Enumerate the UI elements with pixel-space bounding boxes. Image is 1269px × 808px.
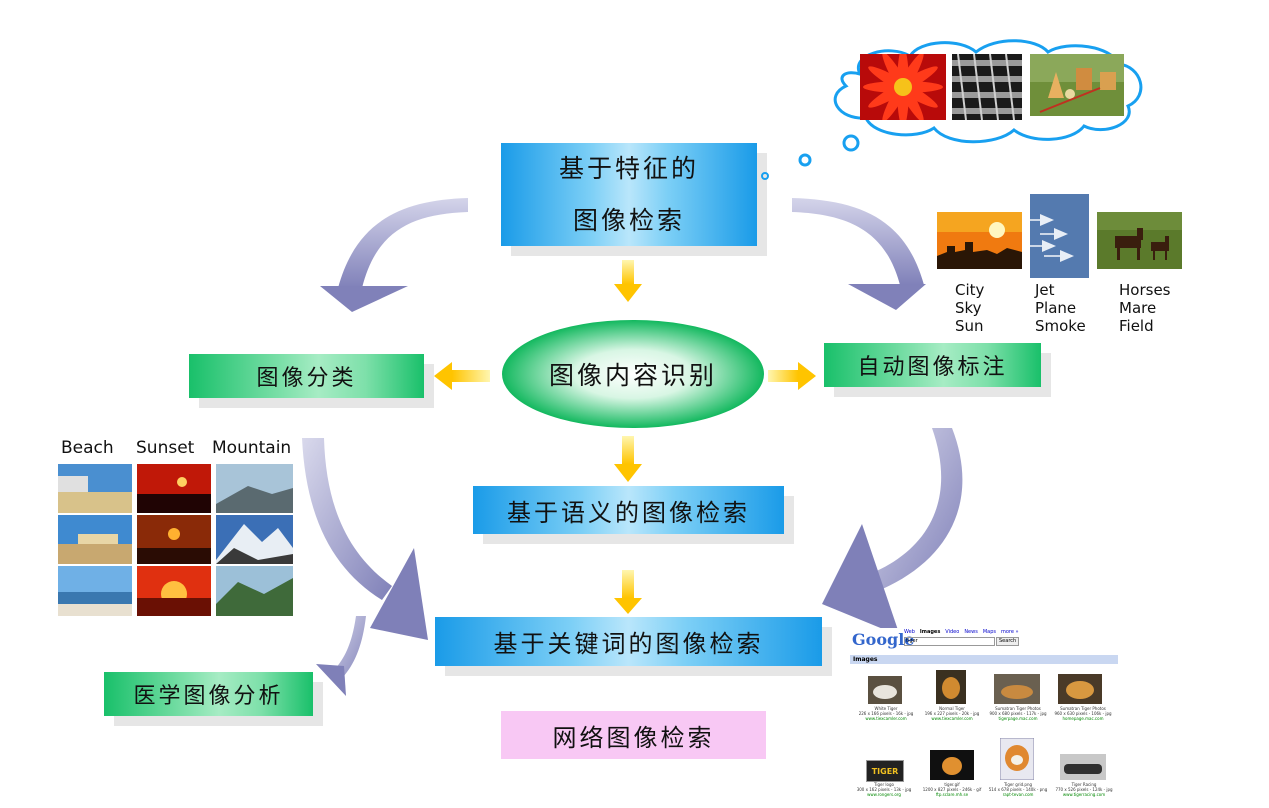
- shapes-scene-photo: [1030, 54, 1124, 116]
- result-site: www.tiexcamler.com: [865, 716, 907, 721]
- annotation-labels-jet: Jet Plane Smoke: [1035, 281, 1086, 335]
- nav-video[interactable]: Video: [945, 629, 960, 635]
- result-thumb-tiger-gif[interactable]: [930, 750, 974, 780]
- result-thumb-normal-tiger[interactable]: [936, 670, 966, 704]
- google-logo: Google: [852, 630, 915, 649]
- down-arrow-icon: [614, 570, 642, 614]
- result-thumb-tiger-racing[interactable]: [1060, 754, 1106, 780]
- curved-arrow-icon: [302, 438, 428, 640]
- feature-retrieval-line1: 基于特征的: [558, 153, 699, 183]
- down-arrow-icon: [614, 436, 642, 482]
- annotation-labels-city: City Sky Sun: [955, 281, 984, 335]
- label-city: City: [955, 281, 985, 299]
- annotation-labels-horses: Horses Mare Field: [1119, 281, 1170, 335]
- result-meta: 770 x 526 pixels - 124k - jpg: [1055, 787, 1113, 792]
- result-title[interactable]: Tiger logo: [874, 782, 894, 787]
- classification-photo-grid: [58, 464, 293, 616]
- result-site: www.tigerracing.com: [1062, 792, 1106, 797]
- sunset-photo: [137, 464, 211, 513]
- semantic-retrieval-box: 基于语义的图像检索: [473, 486, 794, 544]
- result-title[interactable]: tiger.gif: [944, 782, 960, 787]
- label-jet: Jet: [1035, 281, 1055, 299]
- result-thumb-white-tiger[interactable]: [868, 676, 902, 704]
- label-mountain: Mountain: [212, 438, 292, 458]
- mountain-photo: [216, 464, 293, 513]
- mountain-photo: [216, 515, 293, 564]
- curved-arrow-icon: [822, 428, 963, 636]
- flower-photo: [860, 54, 946, 120]
- label-smoke: Smoke: [1035, 317, 1086, 335]
- beach-photo: [58, 464, 132, 513]
- sunset-photo: [137, 515, 211, 564]
- result-thumb-tiger-logo[interactable]: TIGER: [866, 760, 904, 782]
- sunset-photo: [137, 566, 211, 616]
- nav-web[interactable]: Web: [904, 629, 915, 635]
- label-field: Field: [1119, 317, 1154, 335]
- result-meta: 900 x 680 pixels - 117k - jpg: [989, 711, 1047, 716]
- label-sunset: Sunset: [136, 438, 195, 458]
- result-meta: 300 x 162 pixels - 13k - jpg: [856, 787, 912, 792]
- keyword-retrieval-box: 基于关键词的图像检索: [435, 617, 832, 676]
- result-meta: 226 x 166 pixels - 16k - jpg: [858, 711, 914, 716]
- result-meta: 960 x 630 pixels - 106k - jpg: [1054, 711, 1112, 716]
- city-sun-photo: [937, 212, 1022, 269]
- result-title[interactable]: Sumatran Tiger Photos: [995, 706, 1041, 711]
- texture-photo: [952, 54, 1022, 120]
- label-plane: Plane: [1035, 299, 1077, 317]
- google-images-screenshot: Google Web Images Video News Maps more »…: [850, 628, 1118, 804]
- result-title[interactable]: White Tiger: [874, 706, 898, 711]
- result-site: www.rongers.org: [867, 792, 901, 797]
- beach-photo: [58, 515, 132, 564]
- image-classification-box: 图像分类: [189, 354, 434, 408]
- label-beach: Beach: [61, 438, 114, 458]
- feature-retrieval-line2: 图像检索: [572, 205, 685, 235]
- beach-photo: [58, 566, 132, 616]
- google-images-bar: Images: [850, 655, 1118, 664]
- label-sky: Sky: [955, 299, 982, 317]
- result-site: ftp.sclare.mh.se: [935, 792, 969, 797]
- result-title[interactable]: Normal Tiger: [939, 706, 965, 711]
- right-arrow-icon: [768, 362, 816, 390]
- curved-arrow-icon: [792, 198, 926, 310]
- medical-analysis-box: 医学图像分析: [104, 672, 323, 726]
- content-recognition-label: 图像内容识别: [548, 361, 717, 390]
- nav-more[interactable]: more »: [1001, 629, 1019, 635]
- result-title[interactable]: Sumatran Tiger Photos: [1060, 706, 1106, 711]
- result-title[interactable]: Tiger grid.png: [1003, 782, 1033, 787]
- curved-arrow-icon: [316, 616, 366, 696]
- nav-images[interactable]: Images: [919, 629, 941, 635]
- result-meta: 196 x 227 pixels - 20k - jpg: [924, 711, 980, 716]
- result-site: homepage.mac.com: [1062, 716, 1104, 721]
- auto-annotation-box: 自动图像标注: [824, 343, 1051, 397]
- google-search-input[interactable]: tiger: [904, 637, 995, 646]
- result-thumb-tiger-grid[interactable]: [1000, 738, 1034, 780]
- nav-news[interactable]: News: [964, 629, 978, 635]
- result-site: www.tiexcamler.com: [931, 716, 973, 721]
- nav-maps[interactable]: Maps: [982, 629, 996, 635]
- result-site: rapt-tevan.com: [1002, 792, 1034, 797]
- label-mare: Mare: [1119, 299, 1157, 317]
- horses-field-photo: [1097, 212, 1182, 269]
- result-title[interactable]: Tiger Racing: [1071, 782, 1097, 787]
- result-meta: 1200 x 827 pixels - 246k - gif: [922, 787, 982, 792]
- down-arrow-icon: [614, 260, 642, 302]
- content-recognition-ellipse: [502, 320, 764, 428]
- google-search-button[interactable]: Search: [996, 637, 1020, 646]
- curved-arrow-icon: [320, 198, 468, 312]
- google-nav: Web Images Video News Maps more »: [904, 629, 1019, 635]
- result-thumb-sumatran-1[interactable]: [994, 674, 1040, 704]
- result-site: tigerpage.mac.com: [998, 716, 1038, 721]
- result-meta: 514 x 678 pixels - 140k - png: [988, 787, 1048, 792]
- label-horses: Horses: [1119, 281, 1171, 299]
- label-sun: Sun: [955, 317, 984, 335]
- result-thumb-sumatran-2[interactable]: [1058, 674, 1102, 704]
- left-arrow-icon: [434, 362, 490, 390]
- web-retrieval-box: 网络图像检索: [501, 711, 766, 759]
- mountain-photo: [216, 566, 293, 616]
- jet-plane-photo: [1030, 194, 1089, 278]
- feature-based-retrieval-box: 基于特征的 图像检索: [501, 143, 767, 256]
